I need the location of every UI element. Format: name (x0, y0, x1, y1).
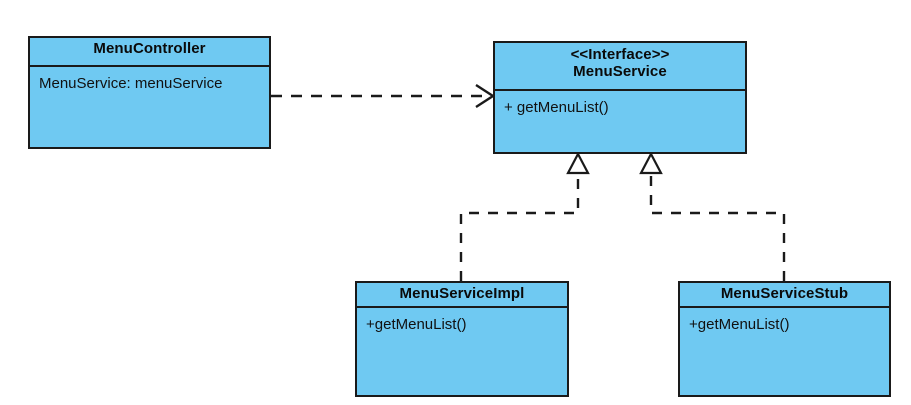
class-name-menuserviceimpl: MenuServiceImpl (399, 285, 525, 302)
class-box-menuserviceimpl[interactable]: MenuServiceImpl +getMenuList() (355, 281, 569, 397)
class-member: MenuService: menuService (39, 75, 223, 92)
class-members-menuservice: + getMenuList() (495, 91, 745, 152)
class-members-menuservicestub: +getMenuList() (680, 308, 889, 395)
hollow-triangle-arrowhead-icon (566, 151, 590, 175)
class-member: +getMenuList() (366, 316, 467, 333)
class-header-menuserviceimpl: MenuServiceImpl (357, 283, 567, 308)
class-members-menucontroller: MenuService: menuService (30, 67, 269, 147)
hollow-triangle-arrowhead-icon (639, 151, 663, 175)
class-member: + getMenuList() (504, 99, 609, 116)
class-box-menuservice[interactable]: <<Interface>> MenuService + getMenuList(… (493, 41, 747, 154)
class-header-menuservicestub: MenuServiceStub (680, 283, 889, 308)
class-name-menuservice: MenuService (573, 62, 667, 80)
class-header-menuservice: <<Interface>> MenuService (495, 43, 745, 91)
realization-line (649, 172, 786, 281)
realization-line (459, 172, 580, 281)
dependency-controller-to-service[interactable] (271, 83, 496, 109)
realization-impl-to-service[interactable] (459, 151, 590, 281)
class-stereotype-menuservice: <<Interface>> (570, 46, 670, 63)
realization-stub-to-service[interactable] (639, 151, 786, 281)
class-name-menuservicestub: MenuServiceStub (720, 285, 849, 302)
class-box-menuservicestub[interactable]: MenuServiceStub +getMenuList() (678, 281, 891, 397)
class-header-menucontroller: MenuController (30, 38, 269, 67)
class-name-menucontroller: MenuController (93, 40, 206, 57)
class-members-menuserviceimpl: +getMenuList() (357, 308, 567, 395)
class-member: +getMenuList() (689, 316, 790, 333)
class-box-menucontroller[interactable]: MenuController MenuService: menuService (28, 36, 271, 149)
